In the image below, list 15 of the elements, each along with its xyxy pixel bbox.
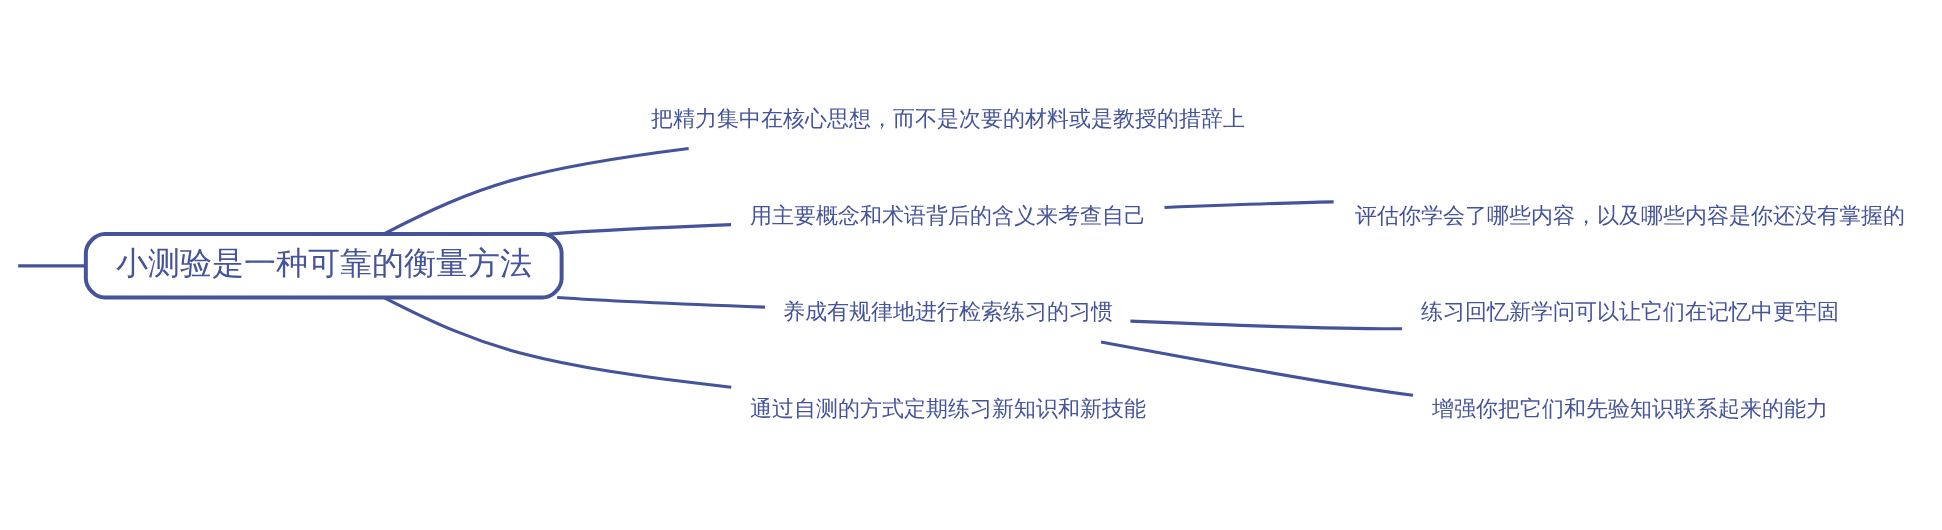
connector <box>1130 319 1403 331</box>
node-text: 把精力集中在核心思想，而不是次要的材料或是教授的措辞上 <box>650 104 1245 131</box>
connector <box>557 295 766 309</box>
node-text: 练习回忆新学问可以让它们在记忆中更牢固 <box>1420 298 1839 325</box>
node-box: 小测验是一种可靠的衡量方法 <box>83 232 564 300</box>
connector <box>1164 200 1334 210</box>
connector <box>383 296 732 389</box>
node-text: 评估你学会了哪些内容，以及哪些内容是你还没有掌握的 <box>1354 201 1905 228</box>
node-text: 通过自测的方式定期练习新知识和新技能 <box>749 394 1146 421</box>
connector <box>548 223 732 236</box>
node-text: 养成有规律地进行检索练习的习惯 <box>782 298 1113 325</box>
node-text: 增强你把它们和先验知识联系起来的能力 <box>1431 394 1828 421</box>
connector <box>18 264 86 268</box>
node-text: 用主要概念和术语背后的含义来考查自己 <box>749 201 1146 228</box>
connector <box>1100 340 1414 397</box>
